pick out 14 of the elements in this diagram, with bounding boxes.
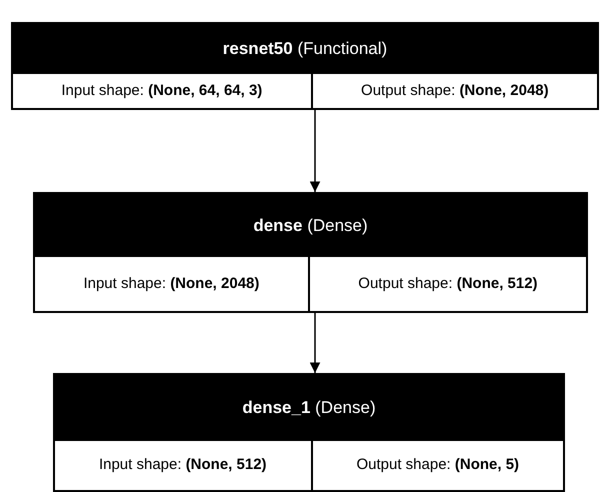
- arrow: [310, 313, 320, 373]
- shape-cell-text: Input shape: (None, 2048): [82, 274, 260, 294]
- shape-cell: Output shape: (None, 5): [310, 441, 564, 490]
- arrow: [310, 110, 320, 192]
- layer-header: resnet50 (Functional): [13, 24, 597, 74]
- layer-header: dense (Dense): [35, 194, 586, 257]
- shape-cell-text: Input shape: (None, 512): [98, 455, 268, 476]
- layer-header: dense_1 (Dense): [55, 375, 563, 441]
- layer-box: [53, 373, 565, 492]
- shape-cell: Output shape: (None, 512): [308, 257, 586, 311]
- layer-box: [33, 192, 588, 313]
- shape-cell-text: Input shape: (None, 64, 64, 3): [60, 80, 264, 101]
- layer-box: [11, 22, 599, 110]
- shape-cell: Output shape: (None, 2048): [310, 74, 597, 108]
